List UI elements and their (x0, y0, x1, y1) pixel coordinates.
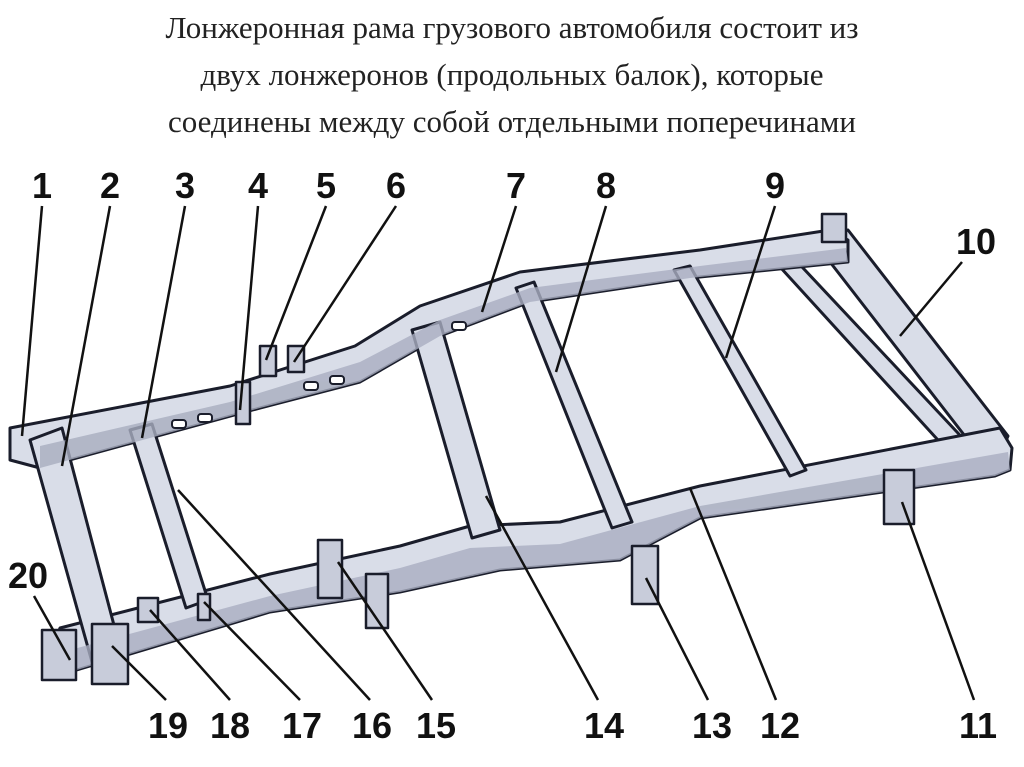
caption-line-3: соединены между собой отдельными попереч… (168, 104, 856, 139)
callout-7: 7 (506, 165, 526, 206)
callout-5: 5 (316, 165, 336, 206)
spring-hanger-11 (882, 468, 916, 526)
callout-10: 10 (956, 221, 996, 262)
leader-lines (20, 205, 976, 701)
callout-12: 12 (760, 705, 800, 746)
callout-20: 20 (8, 555, 48, 596)
callout-19: 19 (148, 705, 188, 746)
rear-bracket (820, 212, 848, 244)
callout-17: 17 (282, 705, 322, 746)
caption-line-2: двух лонжеронов (продольных балок), кото… (200, 57, 824, 92)
callout-4: 4 (248, 165, 268, 206)
callout-8: 8 (596, 165, 616, 206)
bracket-5 (258, 344, 278, 378)
callout-13: 13 (692, 705, 732, 746)
callout-18: 18 (210, 705, 250, 746)
callout-6: 6 (386, 165, 406, 206)
diagram-caption: Лонжеронная рама грузового автомобиля со… (0, 4, 1024, 145)
crossmember-14 (410, 320, 502, 540)
callout-15: 15 (416, 705, 456, 746)
crossmember-9 (672, 264, 808, 478)
second-cross-member (128, 422, 210, 610)
caption-line-1: Лонжеронная рама грузового автомобиля со… (165, 10, 859, 45)
callout-1: 1 (32, 165, 52, 206)
gusset-18 (136, 596, 160, 624)
bumper-end-20 (40, 628, 78, 682)
callout-16: 16 (352, 705, 392, 746)
bracket-15 (316, 538, 344, 600)
callout-9: 9 (765, 165, 785, 206)
tow-hook-19 (90, 622, 130, 686)
callout-2: 2 (100, 165, 120, 206)
crossmember-8 (514, 280, 634, 530)
callout-3: 3 (175, 165, 195, 206)
callout-14: 14 (584, 705, 624, 746)
callout-11: 11 (959, 705, 997, 746)
